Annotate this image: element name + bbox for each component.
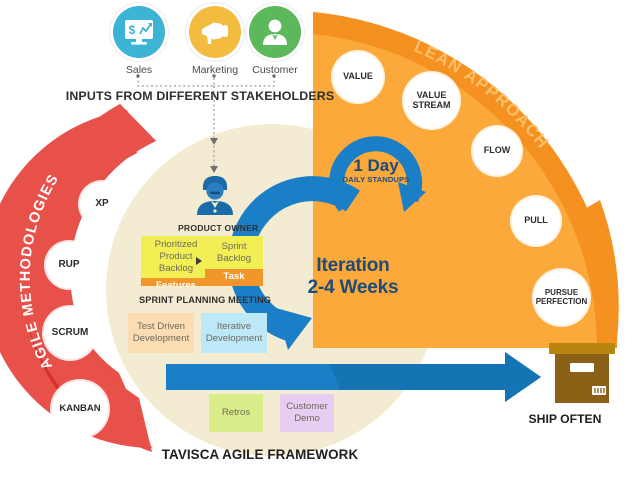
iteration-title: Iteration — [316, 255, 390, 276]
lean-bubble-flow[interactable]: FLOW — [473, 127, 521, 175]
bubble-label: SCRUM — [51, 326, 89, 338]
iteration-label: Iteration 2-4 Weeks — [283, 255, 423, 299]
card-sprint-backlog[interactable]: Sprint Backlog Task — [205, 236, 263, 286]
bubble-label: KANBAN — [59, 402, 101, 414]
stakeholders-caption: INPUTS FROM DIFFERENT STAKEHOLDERS — [65, 89, 335, 103]
stakeholder-label: Marketing — [191, 64, 239, 76]
stakeholder-connector-dots — [136, 74, 276, 78]
sprint-planning-meeting-label: SPRINT PLANNING MEETING — [138, 295, 272, 305]
card-footer: Task — [205, 269, 263, 286]
methodology-bubble-kanban[interactable]: KANBAN — [52, 381, 108, 437]
methodology-bubble-xp[interactable]: XP — [80, 182, 124, 226]
bubble-label: VALUE — [343, 71, 373, 82]
backlog-flow-arrow-icon — [196, 257, 202, 265]
bubble-label: PULL — [524, 215, 548, 226]
bubble-label: XP — [95, 197, 109, 209]
monitor-chart-icon: $ — [113, 6, 165, 58]
connector-arrowhead-mid — [210, 138, 218, 145]
iteration-duration: 2-4 Weeks — [307, 276, 399, 298]
card-footer: Features — [141, 277, 211, 286]
card-customer-demo[interactable]: Customer Demo — [280, 394, 334, 432]
card-body: Retros — [221, 407, 251, 418]
methodology-bubble-rup[interactable]: RUP — [46, 242, 92, 288]
ship-often-label: SHIP OFTEN — [528, 412, 602, 426]
daily-standup-label: 1 Day DAILY STANDUPS — [330, 157, 422, 184]
connector-arrowhead-bottom — [210, 166, 218, 173]
framework-title: TAVISCA AGILE FRAMEWORK — [161, 447, 359, 462]
stakeholder-label: Sales — [125, 64, 153, 76]
bubble-label: RUP — [58, 258, 80, 270]
daily-standup-cycle-arrow — [329, 136, 426, 212]
person-icon — [249, 6, 301, 58]
megaphone-icon — [189, 6, 241, 58]
product-owner-icon — [197, 176, 233, 215]
card-iterative-development[interactable]: Iterative Development — [201, 313, 267, 353]
iteration-cycle-arrow — [228, 176, 360, 350]
card-body: Prioritized Product Backlog — [154, 239, 198, 274]
svg-text:$: $ — [129, 23, 136, 37]
methodology-bubble-scrum[interactable]: SCRUM — [44, 307, 96, 359]
stakeholder-marketing[interactable]: Marketing — [186, 6, 244, 76]
bubble-label: FLOW — [483, 145, 511, 156]
lean-bubble-pull[interactable]: PULL — [512, 197, 560, 245]
standup-duration: 1 Day — [353, 156, 399, 175]
stakeholder-customer[interactable]: Customer — [246, 6, 304, 76]
card-retros[interactable]: Retros — [209, 394, 263, 432]
lean-bubble-value-stream[interactable]: VALUE STREAM — [404, 73, 459, 128]
card-test-driven-development[interactable]: Test Driven Development — [128, 313, 194, 353]
stakeholder-label: Customer — [252, 64, 298, 76]
card-body: Customer Demo — [286, 401, 328, 424]
lean-arc-outer-edge — [583, 200, 619, 348]
lean-approach-arc — [313, 12, 618, 348]
card-body: Iterative Development — [205, 321, 263, 344]
card-body: Test Driven Development — [132, 321, 190, 344]
standup-caption: DAILY STANDUPS — [342, 175, 410, 184]
ship-often-arrow — [166, 352, 541, 402]
product-owner-label: PRODUCT OWNER — [178, 223, 259, 233]
card-body: Sprint Backlog — [216, 240, 252, 264]
stakeholder-sales[interactable]: $ Sales — [110, 6, 168, 76]
bubble-label: VALUE STREAM — [412, 89, 451, 110]
lean-bubble-value[interactable]: VALUE — [333, 52, 383, 102]
bubble-label: PURSUE PERFECTION — [535, 287, 588, 306]
stakeholder-connectors — [137, 76, 275, 172]
product-owner[interactable]: PRODUCT OWNER — [178, 174, 259, 233]
lean-bubble-pursue-perfection[interactable]: PURSUE PERFECTION — [534, 270, 589, 325]
shipping-box-icon — [549, 343, 615, 403]
